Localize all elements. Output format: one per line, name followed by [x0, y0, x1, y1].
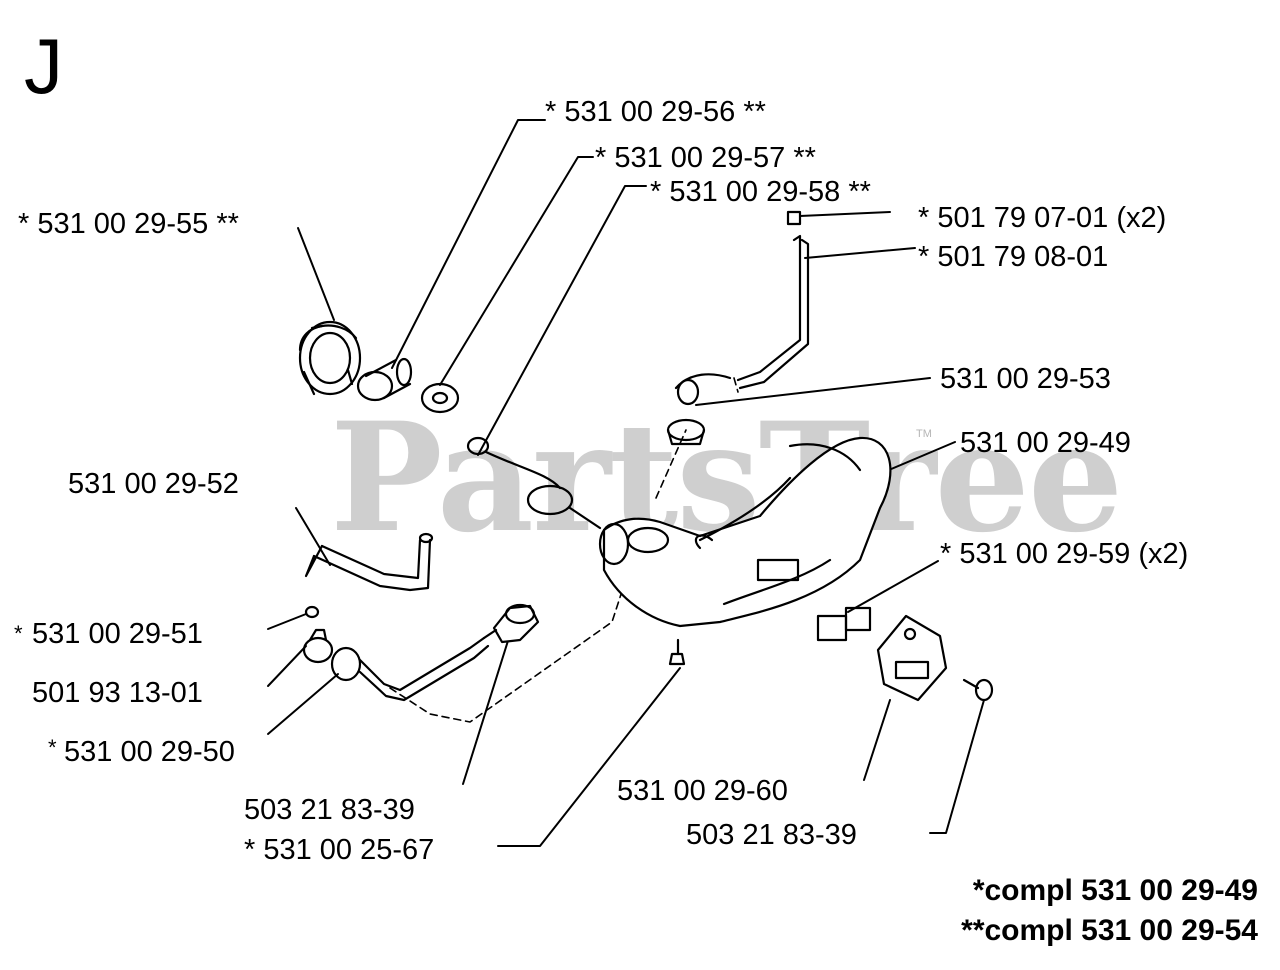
label-531-00-29-58: * 531 00 29-58 **: [650, 176, 871, 208]
label-531-00-29-55: * 531 00 29-55 **: [18, 208, 239, 240]
note-compl-double: **compl 531 00 29-54: [961, 914, 1258, 947]
dampers: [816, 606, 872, 642]
grommet: [666, 418, 706, 446]
fuel-filter: [482, 603, 540, 644]
asterisk-marker: *: [14, 621, 23, 646]
label-531-00-29-51: 531 00 29-51: [32, 618, 203, 650]
label-501-79-08-01: * 501 79 08-01: [918, 241, 1109, 273]
vent-hose: [674, 210, 810, 406]
dashed-lines: [389, 377, 739, 723]
asterisk-marker: *: [48, 735, 57, 760]
label-531-00-29-59: * 531 00 29-59 (x2): [940, 538, 1189, 570]
label-531-00-25-67: * 531 00 25-67: [244, 834, 435, 866]
washer: [420, 382, 460, 414]
label-531-00-29-52: 531 00 29-52: [68, 468, 239, 500]
tank-bracket: [876, 614, 948, 702]
fitting-1301: [302, 628, 334, 664]
label-531-00-29-60: 531 00 29-60: [617, 775, 788, 807]
label-531-00-29-49: 531 00 29-49: [960, 427, 1131, 459]
watermark-trademark: TM: [916, 428, 932, 440]
label-531-00-29-50: 531 00 29-50: [64, 736, 235, 768]
label-531-00-29-53: 531 00 29-53: [940, 363, 1111, 395]
retainer-strap: [466, 436, 602, 530]
label-501-93-13-01: 501 93 13-01: [32, 677, 203, 709]
fuel-cap: [298, 320, 362, 396]
section-letter: J: [24, 22, 63, 110]
grommet-50: [330, 636, 490, 702]
cap-sleeve: [356, 357, 413, 402]
bracket-screw: [962, 678, 994, 702]
label-531-00-29-56: * 531 00 29-56 **: [545, 96, 766, 128]
label-531-00-29-57: * 531 00 29-57 **: [595, 142, 816, 174]
fuel-pipe: [304, 532, 434, 592]
fitting-51: [304, 605, 320, 619]
label-503-21-83-39-screw: 503 21 83-39: [686, 819, 857, 851]
note-compl-single: *compl 531 00 29-49: [972, 874, 1258, 907]
label-501-79-07-01: * 501 79 07-01 (x2): [918, 202, 1167, 234]
fuel-tank: [598, 436, 892, 628]
label-503-21-83-39-filter: 503 21 83-39: [244, 794, 415, 826]
tank-screw: [668, 638, 686, 666]
